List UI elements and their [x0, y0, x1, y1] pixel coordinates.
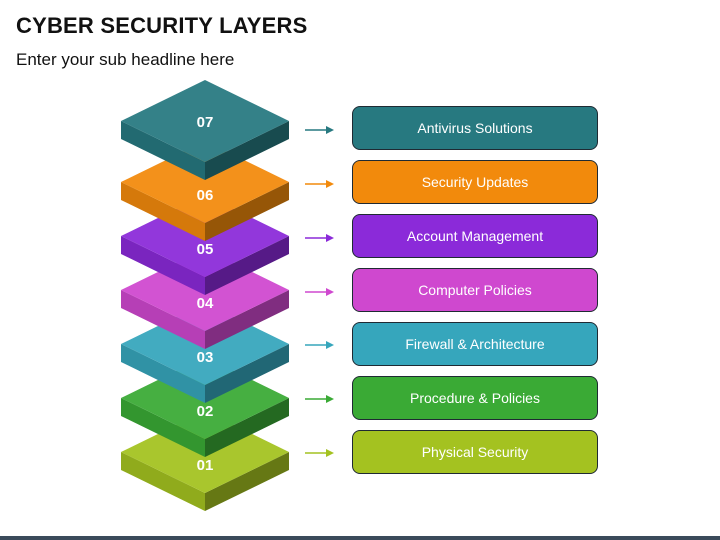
layer-right-face [205, 290, 289, 349]
arrow-icon [305, 234, 334, 242]
layer-label-box: Computer Policies [352, 268, 598, 312]
layer-label-box: Firewall & Architecture [352, 322, 598, 366]
arrow-icon [305, 449, 334, 457]
arrow-icon [305, 395, 334, 403]
layer-number: 05 [197, 241, 214, 258]
layer-number: 06 [197, 187, 214, 204]
bottom-bar [0, 536, 720, 540]
layer-label-text: Computer Policies [418, 282, 532, 298]
layer-right-face [205, 344, 289, 403]
layer-label-box: Physical Security [352, 430, 598, 474]
arrow-icon [305, 126, 334, 134]
layer-label-text: Security Updates [421, 174, 529, 190]
slide-subtitle: Enter your sub headline here [16, 50, 235, 69]
slide-title: CYBER SECURITY LAYERS [16, 13, 308, 38]
layer-right-face [205, 398, 289, 457]
layer-left-face [121, 236, 205, 295]
layer-left-face [121, 182, 205, 241]
layer-right-face [205, 121, 289, 180]
layer-label-text: Procedure & Policies [410, 390, 540, 406]
layer-left-face [121, 452, 205, 511]
layer-07: 07 [121, 80, 289, 180]
layer-top-face [121, 80, 289, 162]
layer-right-face [205, 182, 289, 241]
layer-left-face [121, 398, 205, 457]
layer-left-face [121, 121, 205, 180]
layer-label-text: Account Management [406, 228, 544, 244]
layer-label-text: Physical Security [421, 444, 529, 460]
layer-number: 02 [197, 403, 214, 420]
layer-top-face [121, 141, 289, 223]
arrow-icon [305, 180, 334, 188]
layer-label-box: Account Management [352, 214, 598, 258]
layer-left-face [121, 344, 205, 403]
layer-label-box: Procedure & Policies [352, 376, 598, 420]
layer-06: 06 [121, 141, 289, 241]
layer-number: 07 [197, 114, 214, 131]
layer-label-box: Antivirus Solutions [352, 106, 598, 150]
arrow-icon [305, 341, 334, 349]
layer-right-face [205, 236, 289, 295]
layer-right-face [205, 452, 289, 511]
layer-number: 01 [197, 457, 214, 474]
layer-number: 04 [197, 295, 214, 312]
layer-label-text: Firewall & Architecture [405, 336, 545, 352]
layer-label-text: Antivirus Solutions [417, 120, 533, 136]
layer-label-box: Security Updates [352, 160, 598, 204]
layer-left-face [121, 290, 205, 349]
layer-number: 03 [197, 349, 214, 366]
arrow-icon [305, 288, 334, 296]
